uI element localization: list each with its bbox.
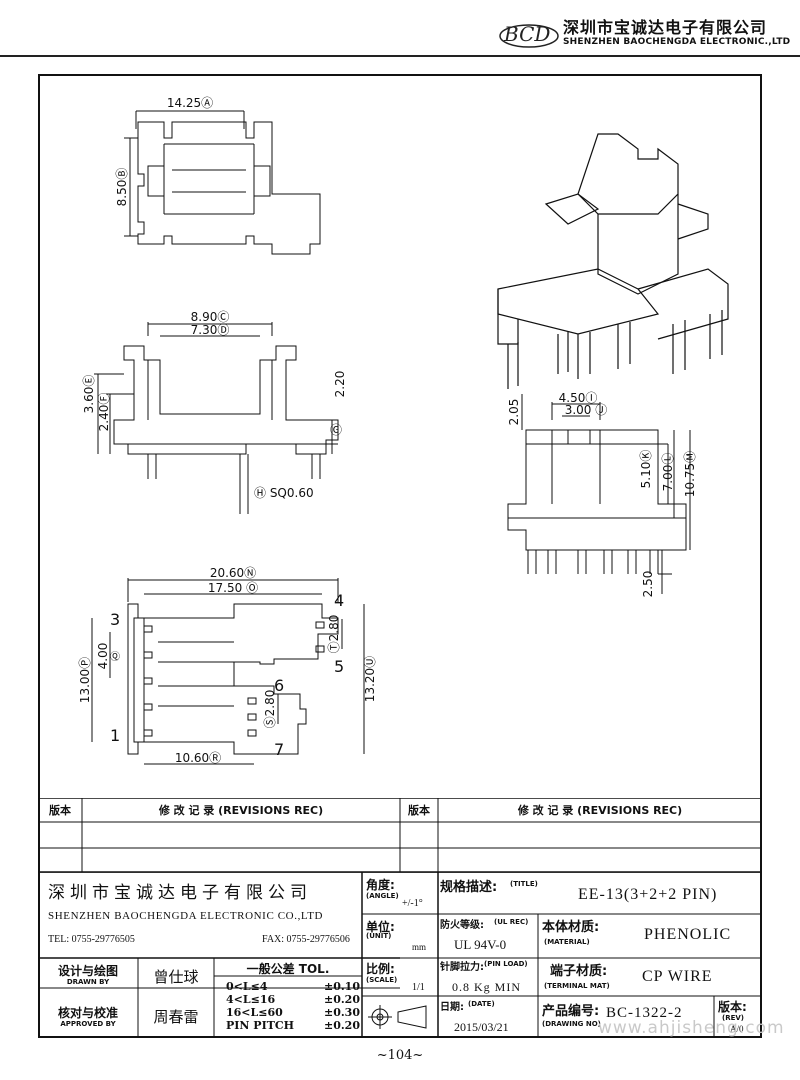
dim-bottom-w2: 17.50 Ⓞ	[208, 581, 258, 595]
tb-drawno-val: BC-1322-2	[606, 1005, 683, 1021]
tb-angle-cn: 角度:	[366, 878, 395, 892]
dim-side-h1: 5.10Ⓚ	[639, 450, 653, 489]
tb-title-en: (TITLE)	[510, 880, 538, 888]
dim-side-pin: 2.50	[641, 571, 655, 598]
dim-bottom-h1: 13.00Ⓟ	[78, 657, 92, 703]
bottom-view: 20.60Ⓝ 17.50 Ⓞ 13.00Ⓟ 4.00 Ⓠ 13.20Ⓤ Ⓣ2.8…	[78, 566, 377, 765]
technical-drawing: 14.25Ⓐ 8.50Ⓑ 8.90Ⓒ 7.30Ⓓ	[78, 96, 729, 765]
tb-title-cn: 规格描述:	[440, 880, 498, 895]
pin-label-5: 5	[334, 657, 344, 676]
tb-tol-title: 一般公差 TOL.	[246, 962, 330, 976]
tb-drawn-en: DRAWN BY	[66, 978, 110, 986]
tb-company-cn: 深圳市宝诚达电子有限公司	[48, 883, 312, 902]
dim-front-w1: 8.90Ⓒ	[191, 310, 230, 324]
dim-side-h2: 7.00Ⓛ	[661, 453, 675, 492]
tb-ul-val: UL 94V-0	[454, 937, 507, 952]
tb-scale-en: (SCALE)	[366, 976, 398, 984]
tb-pinload-en: (PIN LOAD)	[484, 960, 528, 968]
dim-front-h1: 3.60Ⓔ	[82, 375, 96, 414]
tb-unit-cn: 单位:	[366, 920, 395, 934]
tb-terminal-val: CP WIRE	[642, 968, 713, 985]
rev-col-title-left: 修 改 记 录 (REVISIONS REC)	[158, 804, 324, 817]
tb-rev-cn: 版本:	[718, 1000, 747, 1014]
dim-front-h2: 2.40Ⓕ	[97, 393, 111, 432]
tb-terminal-en: (TERMINAL MAT)	[544, 982, 610, 990]
tb-date-val: 2015/03/21	[454, 1020, 509, 1034]
dim-bottom-h3: 13.20Ⓤ	[363, 656, 377, 702]
tb-date-en: (DATE)	[468, 1000, 495, 1008]
watermark: www.ahjisheng.com	[598, 1018, 785, 1038]
dim-bottom-w1: 20.60Ⓝ	[210, 566, 256, 580]
tb-ul-cn: 防火等级:	[440, 920, 484, 931]
tb-terminal-cn: 端子材质:	[550, 964, 608, 979]
header-company-cn: 深圳市宝诚达电子有限公司	[563, 18, 768, 37]
tb-material-val: PHENOLIC	[644, 926, 732, 943]
tb-drawn-cn: 设计与绘图	[57, 964, 118, 978]
dim-front-h3: 2.20	[333, 371, 347, 398]
tb-angle-val: +/-1°	[402, 898, 423, 909]
bcd-logo: BCD	[499, 22, 559, 48]
header-company-en: SHENZHEN BAOCHENGDA ELECTRONIC.,LTD	[563, 37, 791, 47]
tb-rev-val: A/0	[730, 1024, 744, 1034]
tb-scale-cn: 比例:	[366, 962, 395, 976]
tb-ul-en: (UL REC)	[494, 918, 529, 926]
tb-fax: FAX: 0755-29776506	[262, 934, 350, 945]
tb-approved-val: 周春雷	[153, 1008, 199, 1026]
tb-angle-en: (ANGLE)	[366, 892, 399, 900]
header-divider	[0, 55, 800, 57]
pin-label-3: 3	[110, 610, 120, 629]
tol-row: PIN PITCH±0.20	[226, 1019, 360, 1032]
pin-label-1: 1	[110, 726, 120, 745]
page-number: ~104~	[376, 1048, 424, 1063]
tb-material-en: (MATERIAL)	[544, 938, 590, 946]
dim-bottom-h2: 4.00	[96, 643, 110, 670]
tb-scale-val: 1/1	[412, 982, 425, 993]
tb-date-cn: 日期:	[440, 1002, 464, 1013]
tb-approved-en: APPROVED BY	[60, 1020, 116, 1028]
dim-side-w1: 4.50Ⓘ	[559, 391, 598, 405]
dim-bottom-s: Ⓢ2.80	[263, 690, 277, 729]
dim-front-g: Ⓖ	[330, 423, 342, 437]
drawing-frame	[38, 74, 762, 1038]
rev-col-label-left: 版本	[49, 804, 71, 817]
dim-side-h3: 10.75Ⓜ	[683, 451, 697, 497]
tb-approved-cn: 核对与校准	[57, 1006, 118, 1020]
tol-row: 4<L≤16±0.20	[226, 993, 360, 1006]
rev-col-title-right: 修 改 记 录 (REVISIONS REC)	[517, 804, 683, 817]
tb-rev-en: (REV)	[722, 1014, 744, 1022]
tb-tel: TEL: 0755-29776505	[48, 934, 135, 945]
tb-title-val: EE-13(3+2+2 PIN)	[578, 886, 718, 903]
pin-label-6: 6	[274, 676, 284, 695]
tb-pinload-val: 0.8 Kg MIN	[452, 980, 521, 994]
tb-pinload-cn: 针脚拉力:	[440, 962, 484, 973]
dim-front-w2: 7.30Ⓓ	[191, 323, 230, 337]
top-view: 14.25Ⓐ 8.50Ⓑ	[115, 96, 321, 255]
dim-side-top: 2.05	[507, 399, 521, 426]
dim-bottom-t: Ⓣ2.80	[327, 615, 341, 654]
title-block-lines	[38, 872, 762, 1038]
tb-material-cn: 本体材质:	[542, 920, 600, 935]
tb-drawno-en: (DRAWING NO)	[542, 1020, 601, 1028]
logo-text: BCD	[503, 22, 550, 46]
iso-view	[497, 133, 729, 389]
dim-top-width: 14.25Ⓐ	[167, 96, 213, 110]
rev-col-label-right: 版本	[408, 804, 430, 817]
dim-bottom-q: Ⓠ	[110, 651, 120, 663]
tol-row: 0<L≤4±0.10	[226, 980, 360, 993]
tb-drawno-cn: 产品编号:	[542, 1004, 600, 1019]
side-view: 4.50Ⓘ 3.00 Ⓙ 2.05 5.10Ⓚ 7.00Ⓛ 10.75Ⓜ 2.5…	[507, 391, 697, 597]
tb-unit-val: mm	[412, 942, 427, 952]
dim-pin-sq: Ⓗ SQ0.60	[254, 486, 314, 500]
dim-top-height: 8.50Ⓑ	[115, 168, 129, 207]
dim-side-w2: 3.00 Ⓙ	[565, 403, 608, 417]
pin-label-7: 7	[274, 740, 284, 759]
tb-unit-en: (UNIT)	[366, 932, 392, 940]
front-view: 8.90Ⓒ 7.30Ⓓ 3.60Ⓔ 2.40Ⓕ 2.20 Ⓖ Ⓗ SQ0.60	[82, 310, 347, 514]
pin-label-4: 4	[334, 591, 344, 610]
tb-company-en: SHENZHEN BAOCHENGDA ELECTRONIC CO.,LTD	[48, 910, 324, 922]
dim-bottom-w3: 10.60Ⓡ	[175, 751, 221, 765]
tol-row: 16<L≤60±0.30	[226, 1006, 360, 1019]
tb-drawn-val: 曾仕球	[153, 968, 199, 986]
tb-tol-table: 0<L≤4±0.10 4<L≤16±0.20 16<L≤60±0.30 PIN …	[226, 980, 360, 1032]
